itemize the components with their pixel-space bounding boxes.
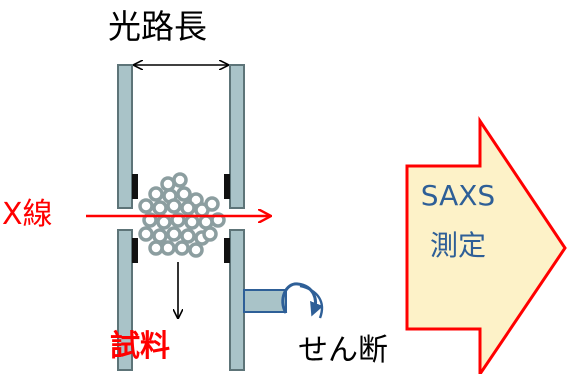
sample-particle xyxy=(180,228,196,244)
measurement-label: 測定 xyxy=(429,229,486,262)
right-window-lower xyxy=(229,229,245,371)
sample-particle xyxy=(180,200,196,216)
sample-particles xyxy=(138,172,226,258)
sample-particle xyxy=(138,226,154,242)
right-window-upper xyxy=(229,64,245,209)
saxs-block-arrow xyxy=(405,116,567,374)
left-window-lower xyxy=(117,229,133,371)
sample-particle xyxy=(202,226,218,242)
sample-particle xyxy=(160,240,176,256)
sample-particle xyxy=(188,242,204,258)
xray-label: X線 xyxy=(2,197,53,232)
sample-particle xyxy=(166,198,182,214)
left-window-upper xyxy=(117,64,133,209)
left-spacer-top xyxy=(132,174,138,199)
left-window-plate xyxy=(117,64,133,371)
sample-particle xyxy=(138,198,154,214)
sample-particle xyxy=(166,226,182,242)
sample-particle xyxy=(156,214,172,230)
shear-rod xyxy=(243,289,287,313)
sample-particle xyxy=(176,186,192,202)
sample-particle xyxy=(160,176,176,192)
right-spacer-top xyxy=(224,174,230,199)
sample-particle xyxy=(172,172,188,188)
sample-particle xyxy=(174,240,190,256)
right-window-plate xyxy=(229,64,245,371)
rotation-arrow-back-icon xyxy=(299,284,324,319)
sample-particle xyxy=(152,228,168,244)
rotation-arrow-icon xyxy=(281,282,324,317)
sample-particle xyxy=(148,240,164,256)
sample-label: 試料 xyxy=(110,329,170,364)
left-spacer-bottom xyxy=(132,238,138,263)
sample-particle xyxy=(198,214,214,230)
sample-particle xyxy=(204,196,220,212)
sample-particle xyxy=(148,186,164,202)
sample-particle xyxy=(152,200,168,216)
sample-particle xyxy=(184,214,200,230)
right-spacer-bottom xyxy=(224,238,230,263)
saxs-label: SAXS xyxy=(420,179,496,212)
path-length-label: 光路長 xyxy=(108,7,207,46)
shear-label: せん断 xyxy=(298,333,388,368)
